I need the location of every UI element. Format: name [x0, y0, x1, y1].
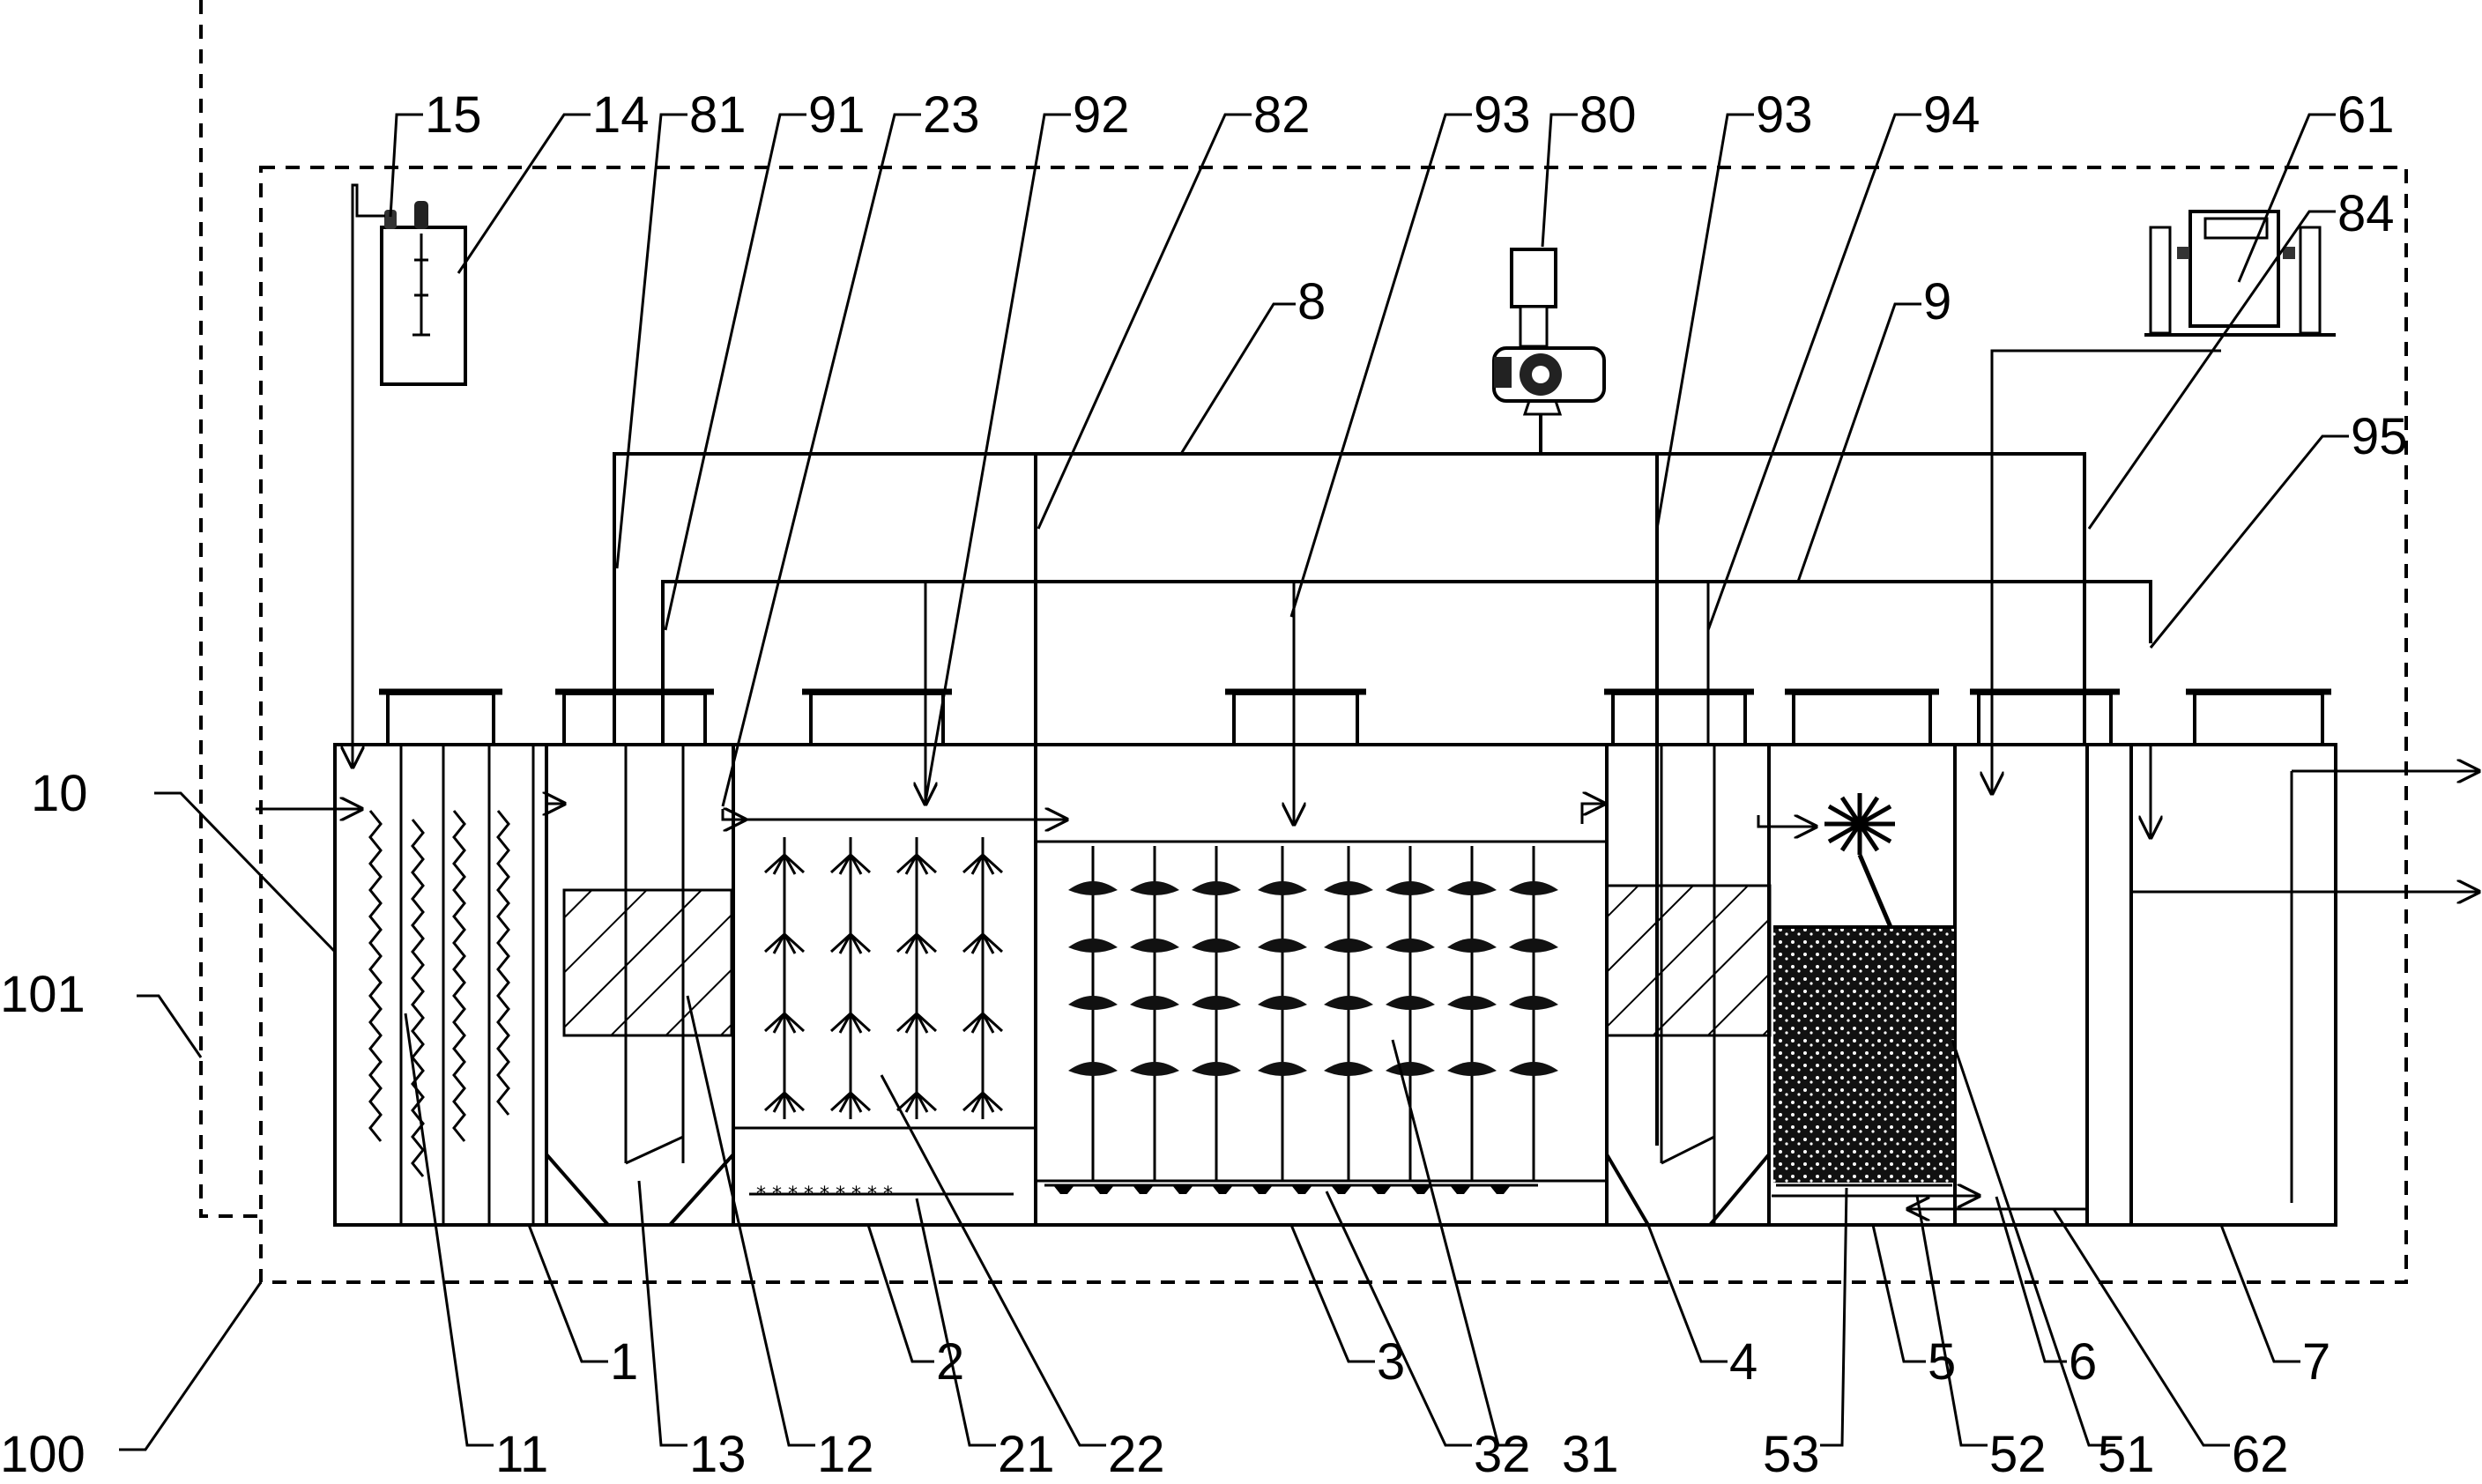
ozone-generator-61 — [2144, 210, 2336, 337]
label-51: 51 — [2098, 1426, 2155, 1483]
zigzag-baffles-11 — [368, 745, 535, 1225]
label-93-left: 93 — [1474, 86, 1531, 144]
filter-bed-5 — [1757, 793, 2087, 1209]
dosing-pipe-15 — [353, 183, 385, 767]
elastic-fillers-31 — [1036, 840, 1607, 1183]
dosing-tank-14 — [380, 201, 467, 386]
brush-fillers-22 — [733, 818, 1036, 1130]
label-101: 101 — [0, 966, 85, 1023]
label-5: 5 — [1928, 1333, 1956, 1391]
settling-tank-13 — [545, 745, 735, 1227]
label-91: 91 — [808, 86, 866, 144]
flow-arrow-4 — [1580, 804, 1604, 824]
boundary-101 — [199, 0, 261, 1218]
sludge-pipe-9 — [661, 580, 2151, 837]
ozone-pipe-62 — [1992, 349, 2221, 793]
label-94: 94 — [1923, 86, 1980, 144]
air-blower-80 — [1492, 248, 1606, 416]
label-62: 62 — [2232, 1426, 2289, 1483]
label-10: 10 — [31, 765, 88, 822]
label-92: 92 — [1073, 86, 1130, 144]
label-52: 52 — [1989, 1426, 2047, 1483]
label-61: 61 — [2337, 86, 2395, 144]
label-53: 53 — [1763, 1426, 1820, 1483]
label-8: 8 — [1297, 273, 1326, 330]
sprinkler — [1824, 793, 1895, 928]
label-84: 84 — [2337, 185, 2395, 242]
flow-arrow-1 — [546, 804, 564, 820]
label-31: 31 — [1562, 1426, 1619, 1483]
label-93-right: 93 — [1756, 86, 1813, 144]
label-7: 7 — [2302, 1333, 2330, 1391]
label-11: 11 — [495, 1426, 548, 1483]
label-100: 100 — [0, 1426, 85, 1483]
leader-lines — [119, 113, 2349, 1451]
tank-body — [333, 688, 2337, 1227]
svg-text:* * * * * * * * *: * * * * * * * * * — [756, 1183, 893, 1206]
label-81: 81 — [689, 86, 747, 144]
flow-arrow-2 — [721, 809, 745, 820]
label-82: 82 — [1253, 86, 1311, 144]
label-15: 15 — [425, 86, 482, 144]
label-4: 4 — [1729, 1333, 1757, 1391]
label-23: 23 — [923, 86, 980, 144]
boundary-100 — [259, 166, 2408, 1284]
label-13: 13 — [689, 1426, 747, 1483]
label-22: 22 — [1108, 1426, 1165, 1483]
settling-tank-4 — [1605, 745, 1772, 1227]
label-21: 21 — [998, 1426, 1055, 1483]
label-32: 32 — [1474, 1426, 1531, 1483]
label-80: 80 — [1579, 86, 1637, 144]
aerator-21: * * * * * * * * * — [749, 1183, 1014, 1206]
label-12: 12 — [817, 1426, 874, 1483]
label-2: 2 — [936, 1333, 964, 1391]
label-6: 6 — [2069, 1333, 2097, 1391]
label-14: 14 — [592, 86, 650, 144]
part-labels: 15 14 81 91 23 92 82 93 80 93 94 61 84 8… — [0, 86, 2408, 1483]
outlet-pipes — [2131, 771, 2478, 1203]
diffusers-32 — [1044, 1183, 1538, 1194]
label-95: 95 — [2351, 408, 2408, 465]
label-3: 3 — [1377, 1333, 1405, 1391]
label-1: 1 — [610, 1333, 638, 1391]
label-9: 9 — [1923, 273, 1951, 330]
air-pipe-8 — [613, 414, 2086, 1146]
